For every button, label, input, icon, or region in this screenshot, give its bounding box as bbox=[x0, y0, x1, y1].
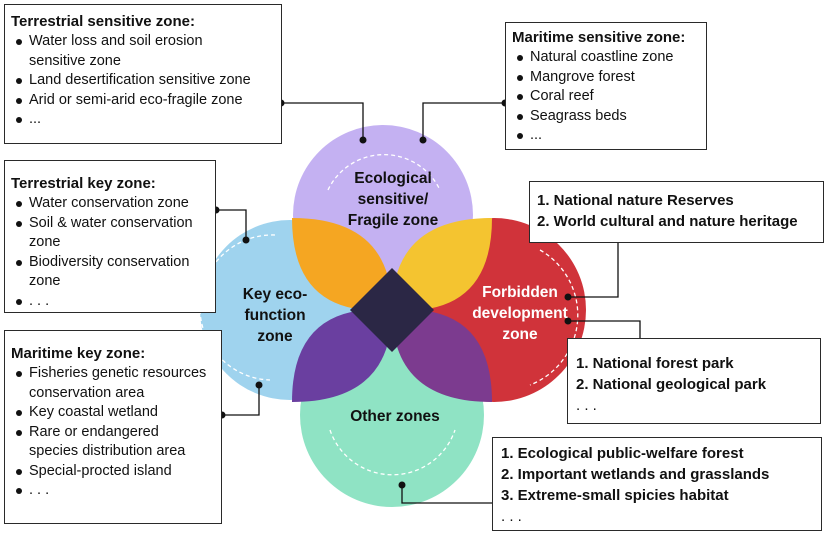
list-item: . . . bbox=[11, 292, 209, 312]
list-item-continued: zone bbox=[29, 234, 61, 250]
connector-terrestrial-key bbox=[216, 209, 247, 240]
list-item: ... bbox=[512, 126, 700, 146]
list-item: Arid or semi-arid eco-fragile zone bbox=[11, 91, 275, 111]
terrestrial-sensitive-box: Terrestrial sensitive zone: Water loss a… bbox=[4, 4, 282, 144]
connector-lines bbox=[216, 102, 641, 504]
zone-label-line: Ecological bbox=[354, 170, 432, 187]
list-item: Coral reef bbox=[512, 87, 700, 107]
list-item: ... bbox=[11, 110, 275, 130]
list-item: Key coastal wetland bbox=[11, 403, 215, 423]
zone-label-top: Ecological sensitive/ Fragile zone bbox=[318, 168, 468, 231]
connector-other bbox=[401, 485, 500, 504]
dashed-arc-bottom bbox=[329, 429, 456, 476]
zone-label-line: Fragile zone bbox=[347, 212, 439, 229]
maritime-sensitive-title: Maritime sensitive zone: bbox=[512, 29, 686, 46]
list-item: Special-procted island bbox=[11, 462, 215, 482]
list-item: . . . bbox=[11, 481, 215, 501]
list-item: 1. Ecological public-welfare forest bbox=[501, 445, 744, 462]
list-item-continued: species distribution area bbox=[29, 443, 186, 459]
connector-forbidden-2 bbox=[568, 320, 641, 338]
list-item: 1. National nature Reserves bbox=[537, 192, 734, 209]
list-item: . . . bbox=[576, 397, 597, 414]
list-item: Water conservation zone bbox=[11, 194, 209, 214]
zone-label-line: function bbox=[244, 307, 306, 324]
terrestrial-sensitive-title: Terrestrial sensitive zone: bbox=[11, 13, 195, 30]
zone-label-line: zone bbox=[257, 328, 293, 345]
petal-top-right bbox=[392, 218, 492, 311]
petal-bottom-right bbox=[392, 309, 492, 402]
list-item: Water loss and soil erosion bbox=[11, 32, 275, 52]
zone-label-bottom: Other zones bbox=[330, 406, 460, 427]
petal-bottom-left bbox=[292, 309, 392, 402]
list-item: . . . bbox=[501, 508, 522, 525]
petal-top-left bbox=[292, 218, 392, 311]
other-zones-box: 1. Ecological public-welfare forest 2. I… bbox=[492, 437, 822, 531]
zone-label-line: Key eco- bbox=[242, 286, 308, 303]
list-item: 2. World cultural and nature heritage bbox=[537, 213, 798, 230]
connector-maritime-sensitive bbox=[422, 102, 505, 140]
maritime-key-box: Maritime key zone: Fisheries genetic res… bbox=[4, 330, 222, 524]
list-item: Land desertification sensitive zone bbox=[11, 71, 275, 91]
terrestrial-key-box: Terrestrial key zone: Water conservation… bbox=[4, 160, 216, 313]
list-item-continued: sensitive zone bbox=[29, 52, 121, 69]
forbidden-reserves-box: 1. National nature Reserves 2. World cul… bbox=[529, 181, 824, 243]
connector-terrestrial-sensitive bbox=[281, 102, 364, 140]
forbidden-parks-box: 1. National forest park 2. National geol… bbox=[567, 338, 821, 424]
terrestrial-key-title: Terrestrial key zone: bbox=[11, 175, 156, 192]
list-item: Fisheries genetic resources bbox=[11, 364, 215, 384]
maritime-key-title: Maritime key zone: bbox=[11, 345, 146, 362]
connector-maritime-key bbox=[222, 385, 260, 416]
list-item: 1. National forest park bbox=[576, 355, 734, 372]
maritime-sensitive-box: Maritime sensitive zone: Natural coastli… bbox=[505, 22, 707, 150]
zone-label-line: Forbidden bbox=[482, 284, 558, 301]
zone-label-line: development bbox=[472, 305, 568, 322]
list-item: Seagrass beds bbox=[512, 107, 700, 127]
list-item: Rare or endangered bbox=[11, 423, 215, 443]
zone-label-right: Forbidden development zone bbox=[450, 282, 590, 345]
center-diamond bbox=[350, 268, 434, 352]
list-item: Natural coastline zone bbox=[512, 48, 700, 68]
connector-forbidden-1 bbox=[568, 243, 619, 298]
list-item: 2. National geological park bbox=[576, 376, 767, 393]
zone-label-line: Other zones bbox=[350, 408, 440, 425]
zone-label-line: sensitive/ bbox=[357, 191, 429, 208]
list-item: Biodiversity conservation bbox=[11, 253, 209, 273]
list-item: Mangrove forest bbox=[512, 68, 700, 88]
zone-label-line: zone bbox=[502, 326, 538, 343]
list-item: 3. Extreme-small spicies habitat bbox=[501, 487, 729, 504]
dashed-arc-top bbox=[327, 153, 441, 191]
list-item: Soil & water conservation bbox=[11, 214, 209, 234]
list-item: 2. Important wetlands and grasslands bbox=[501, 466, 770, 483]
list-item-continued: conservation area bbox=[29, 384, 145, 401]
zone-label-left: Key eco- function zone bbox=[215, 284, 335, 347]
list-item-continued: zone bbox=[29, 273, 61, 289]
